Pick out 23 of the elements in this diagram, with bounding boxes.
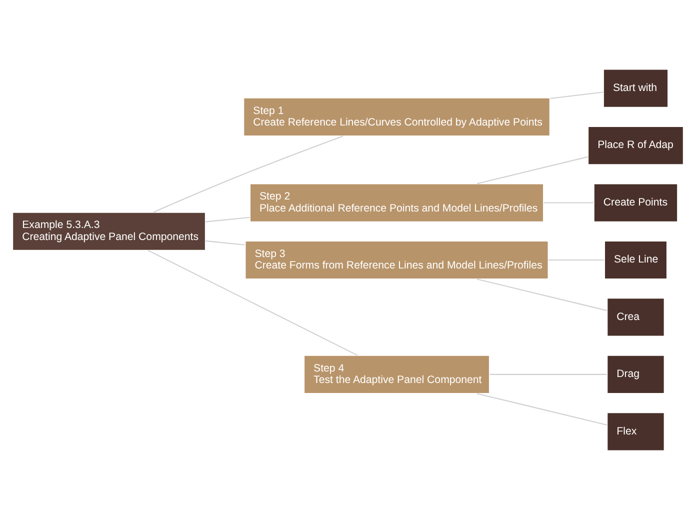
connector [550, 92, 604, 100]
connector [476, 156, 588, 184]
connector [153, 136, 344, 213]
connector [476, 278, 608, 312]
node-box: Place R of Adap [588, 126, 684, 166]
connector [206, 240, 245, 246]
node-box: Flex [606, 412, 665, 452]
connector [148, 250, 358, 356]
node-box: Step 4 Test the Adaptive Panel Component [304, 354, 490, 394]
connector [206, 216, 250, 222]
connector [548, 259, 604, 261]
node-box: Example 5.3.A.3 Creating Adaptive Panel Components [12, 212, 206, 251]
node-box: Step 2 Place Additional Reference Points and Model Lines/Profiles [249, 183, 544, 222]
node-box: Drag [606, 354, 665, 394]
node-box: Create Points [593, 183, 678, 222]
node-box: Step 3 Create Forms from Reference Lines and Model Lines/Profiles [244, 240, 549, 280]
connector [490, 374, 607, 375]
node-box: Start with [602, 68, 669, 108]
connector [476, 393, 608, 426]
connector [544, 202, 594, 204]
node-box: Crea [606, 298, 665, 337]
node-box: Step 1 Create Reference Lines/Curves Controlled by Adaptive Points [243, 97, 550, 137]
node-box: Sele Line [604, 240, 668, 280]
